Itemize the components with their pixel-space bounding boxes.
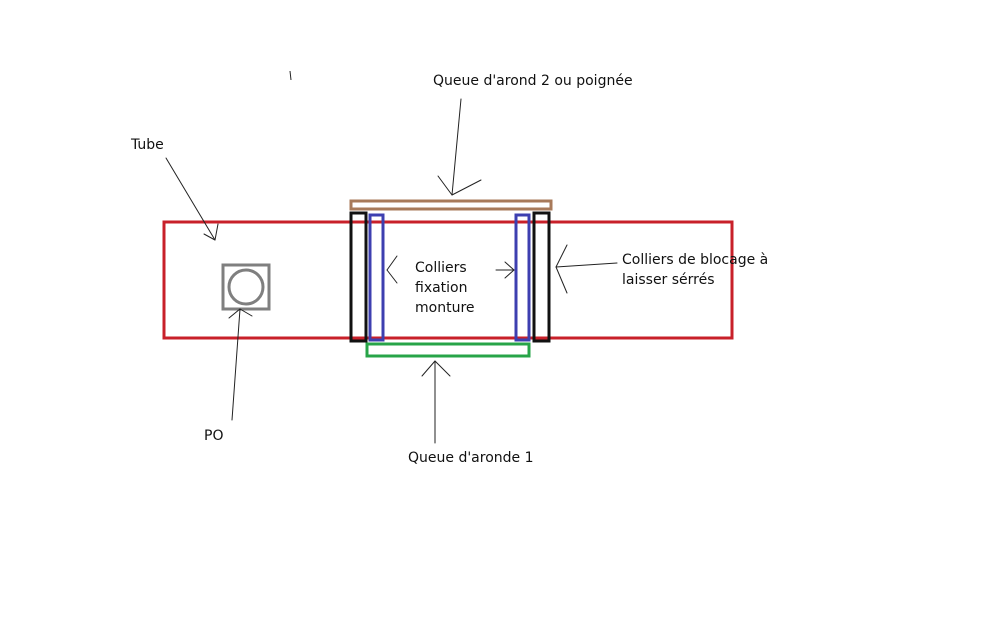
- dovetail-1-label: Queue d'aronde 1: [408, 450, 534, 466]
- dovetail-1-arrow: [421, 360, 451, 444]
- po-arrow: [228, 308, 253, 421]
- tube-body: [162, 220, 734, 340]
- tube-arrow: [165, 157, 219, 241]
- locking-rings-label-line-1: Colliers de blocage à: [622, 252, 769, 268]
- mount-rings-label-line-2: fixation: [415, 280, 468, 296]
- mount-ring-right-arrow: [495, 261, 515, 279]
- po-circle: [227, 268, 265, 306]
- mount-rings-label: Colliers fixation monture: [415, 258, 475, 318]
- locking-ring-arrow: [555, 244, 618, 294]
- mount-rings-label-line-3: monture: [415, 300, 475, 316]
- tube-label: Tube: [131, 137, 164, 153]
- dovetail-1-bar: [365, 342, 531, 358]
- po-label: PO: [204, 428, 224, 444]
- locking-ring-right: [532, 211, 551, 343]
- mount-ring-left-arrow: [386, 255, 398, 284]
- dovetail-2-arrow: [437, 98, 482, 196]
- locking-rings-label: Colliers de blocage à laisser sérrés: [622, 250, 768, 290]
- stray-mark: [289, 70, 292, 81]
- mount-ring-left: [368, 213, 385, 342]
- dovetail-2-label: Queue d'arond 2 ou poignée: [433, 73, 633, 89]
- mount-rings-label-line-1: Colliers: [415, 260, 467, 276]
- dovetail-2-bar: [349, 199, 553, 211]
- mount-ring-right: [514, 213, 531, 342]
- po-square: [221, 263, 271, 311]
- locking-ring-left: [349, 211, 368, 343]
- locking-rings-label-line-2: laisser sérrés: [622, 272, 715, 288]
